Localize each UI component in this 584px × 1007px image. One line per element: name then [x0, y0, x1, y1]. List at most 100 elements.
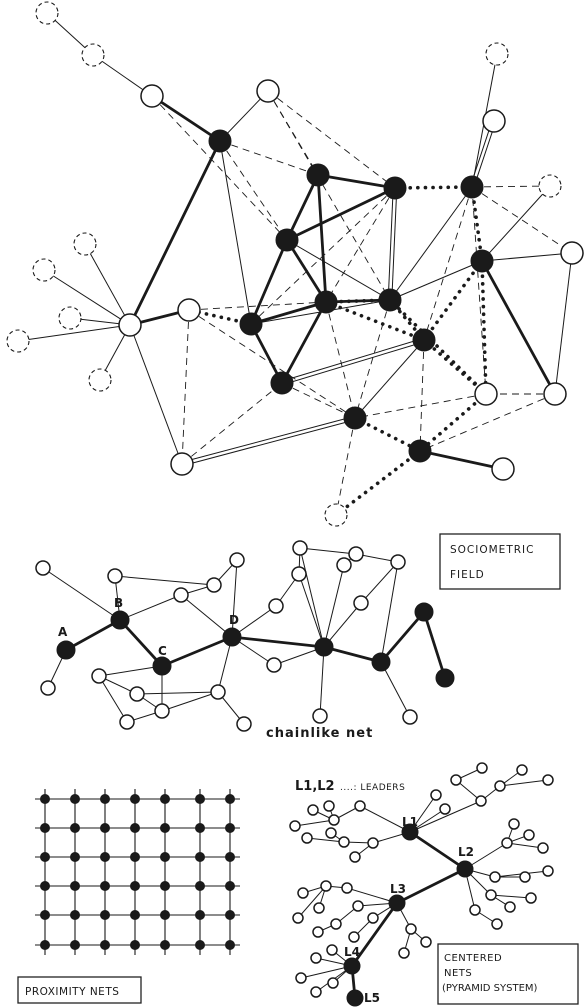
sociometric-edge — [286, 239, 391, 301]
centered-node-open — [367, 912, 379, 924]
sociometric-edge — [480, 259, 557, 396]
chainlike-node-open — [129, 686, 145, 702]
sociometric-edge — [325, 187, 396, 303]
centered-node-open — [325, 827, 337, 839]
chainlike-node-open — [40, 680, 56, 696]
centered-node-open — [523, 829, 535, 841]
proximity-node-filled — [195, 823, 205, 833]
proximity-node-filled — [70, 794, 80, 804]
chainlike-edge — [323, 564, 345, 648]
sociometric-edge — [150, 94, 222, 143]
proximity-label-box — [17, 976, 142, 1004]
proximity-node-filled — [130, 881, 140, 891]
proximity-node-filled — [195, 940, 205, 950]
sociometric-node-dashed — [35, 1, 59, 25]
chainlike-node-filled — [371, 652, 391, 672]
proximity-node-filled — [40, 823, 50, 833]
proximity-node-filled — [40, 881, 50, 891]
centered-node-open — [501, 837, 513, 849]
centered-node-open — [516, 764, 528, 776]
centered-node-open — [542, 774, 554, 786]
proximity-node-filled — [195, 794, 205, 804]
proximity-node-filled — [40, 852, 50, 862]
centered-node-open — [476, 762, 488, 774]
sociometric-node-filled — [408, 439, 432, 463]
sociometric-edge — [84, 243, 131, 326]
sociometric-edge — [219, 140, 288, 241]
proximity-node-filled — [100, 881, 110, 891]
proximity-node-filled — [100, 940, 110, 950]
proximity-node-filled — [195, 852, 205, 862]
sociometric-node-filled — [460, 175, 484, 199]
centered-node-open — [352, 900, 364, 912]
sociometric-edge — [151, 95, 288, 241]
sociometric-edge — [470, 185, 484, 263]
sociometric-edge — [422, 259, 484, 342]
sociometric-node-filled — [306, 163, 330, 187]
sociometric-edge — [418, 449, 505, 471]
proximity-node-filled — [195, 881, 205, 891]
sociometric-node-filled — [383, 176, 407, 200]
sociometric-edge — [325, 301, 356, 419]
leader-label-l2: L2 — [458, 845, 474, 859]
chainlike-edge — [64, 618, 122, 652]
proximity-node-filled — [130, 940, 140, 950]
sociometric-edge — [182, 419, 356, 467]
sociometric-label-line2: FIELD — [450, 569, 485, 581]
centered-edge — [408, 830, 467, 871]
proximity-node-filled — [130, 852, 140, 862]
sociometric-node-filled — [275, 228, 299, 252]
sociometric-edge — [285, 186, 397, 242]
sociometric-edge — [391, 188, 398, 301]
centered-edge — [350, 901, 399, 968]
proximity-node-filled — [160, 881, 170, 891]
centered-node-open — [367, 837, 379, 849]
sociometric-node-open — [170, 452, 194, 476]
sociometric-field-diagram — [6, 1, 584, 527]
leader-label-l4: L4 — [344, 945, 360, 959]
sociometric-node-open — [491, 457, 515, 481]
sociometric-node-dashed — [6, 329, 30, 353]
centered-node-open — [439, 803, 451, 815]
proximity-node-filled — [225, 940, 235, 950]
sociometric-edge — [423, 186, 473, 341]
centered-node-open — [297, 887, 309, 899]
sociometric-edge — [17, 324, 131, 342]
chainlike-node-open — [336, 557, 352, 573]
leaders-key: L1,L2 — [295, 779, 335, 794]
chainlike-node-open — [312, 708, 328, 724]
sociometric-edge — [249, 300, 328, 326]
proximity-node-filled — [130, 823, 140, 833]
chainlike-node-filled — [314, 637, 334, 657]
centered-node-open — [301, 832, 313, 844]
chainlike-edge — [322, 645, 383, 664]
sociometric-edge — [188, 301, 327, 311]
sociometric-edge — [389, 186, 473, 301]
sociometric-edge — [480, 259, 488, 396]
sociometric-node-dashed — [32, 258, 56, 282]
sociometric-edge — [471, 185, 551, 188]
proximity-node-filled — [130, 910, 140, 920]
sociometric-node-dashed — [73, 232, 97, 256]
centered-node-filled — [388, 894, 406, 912]
sociometric-node-dashed — [538, 174, 562, 198]
proximity-label: PROXIMITY NETS — [25, 986, 119, 998]
sociometric-edge — [316, 173, 397, 190]
centered-node-open — [310, 952, 322, 964]
sociometric-node-open — [474, 382, 498, 406]
centered-node-open — [475, 795, 487, 807]
sociometric-edge — [249, 238, 289, 326]
sociometric-edge — [250, 187, 396, 325]
sociometric-node-open — [256, 79, 280, 103]
node-label-d: D — [229, 613, 239, 627]
sociometric-edge — [267, 90, 391, 301]
chainlike-node-open — [390, 554, 406, 570]
proximity-node-filled — [70, 852, 80, 862]
sociometric-edge — [354, 339, 425, 419]
chainlike-node-open — [291, 566, 307, 582]
centered-node-filled — [401, 823, 419, 841]
sociometric-node-open — [118, 313, 142, 337]
chainlike-node-open — [210, 684, 226, 700]
